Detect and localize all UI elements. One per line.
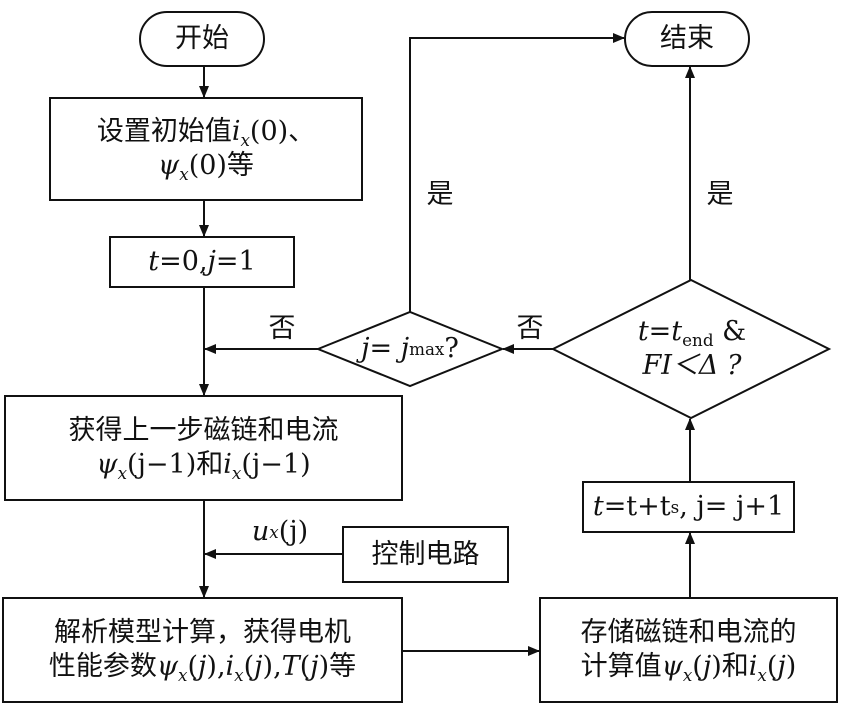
store-label: 存储磁链和电流的 计算值ψx(j)和ix(j) — [580, 617, 797, 685]
edge-no-left: 否 — [268, 313, 296, 345]
model-label: 解析模型计算，获得电机 性能参数ψx(j),ix(j),T(j)等 — [48, 617, 357, 685]
store-box-shape — [539, 597, 838, 703]
set-t-label: t=0, j=1 — [148, 246, 256, 278]
edge-yes-left: 是 — [426, 179, 454, 211]
control-label: 控制电路 — [371, 538, 480, 570]
arrow-decisionj-yes — [409, 33, 625, 312]
init-box-shape — [49, 97, 363, 201]
end-label: 结束 — [660, 23, 714, 55]
decision-t-shape — [550, 278, 832, 420]
set-t-box-shape — [109, 236, 295, 288]
prev-label: 获得上一步磁链和电流 ψx(j−1)和ix(j−1) — [68, 415, 339, 483]
start-node-shape — [139, 11, 265, 67]
decision-t-label: t=tend & FI＜Δ ? — [637, 316, 747, 381]
init-label: 设置初始值ix(0)、 ψx(0)等 — [96, 116, 316, 184]
start-label: 开始 — [175, 23, 229, 55]
edge-no-right: 否 — [516, 313, 544, 345]
edge-yes-right: 是 — [706, 179, 734, 211]
